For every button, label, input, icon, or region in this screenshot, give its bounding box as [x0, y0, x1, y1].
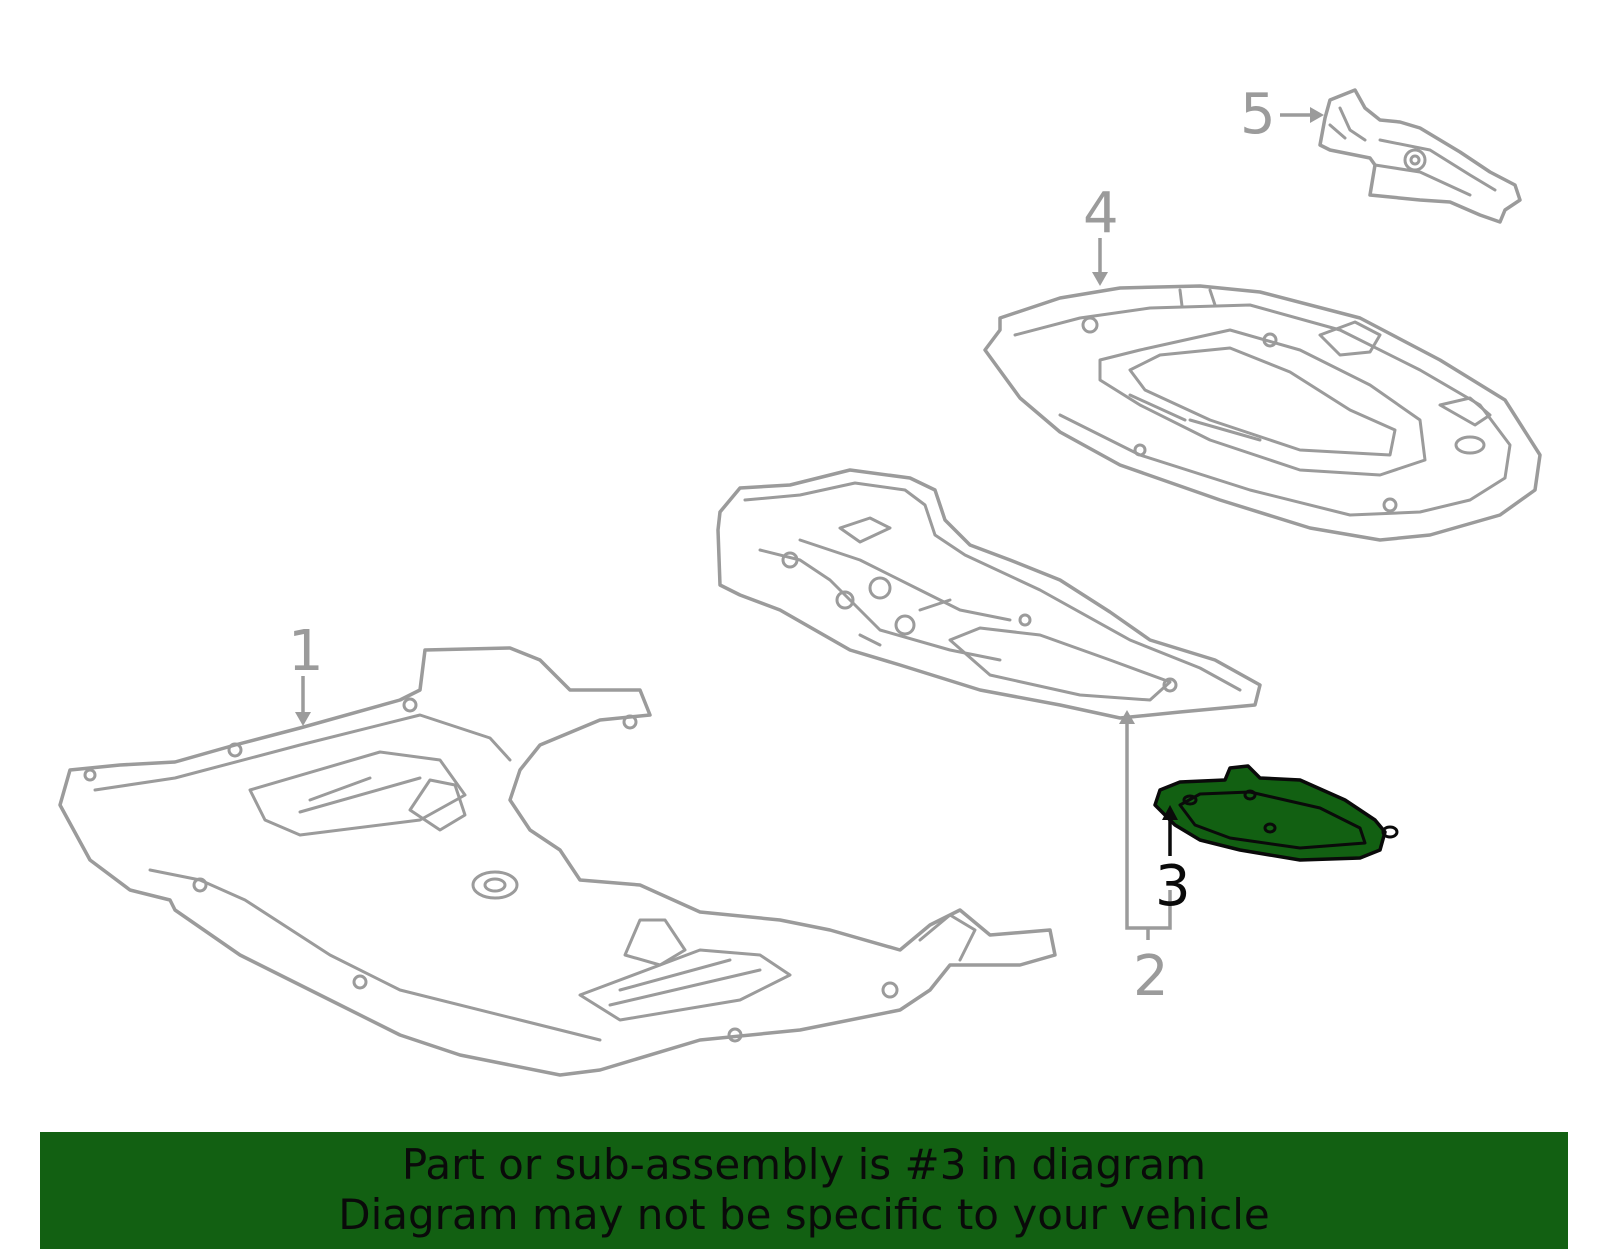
part-3-highlighted-shield[interactable]: [1153, 764, 1399, 862]
leader-2-bracket: [1119, 710, 1172, 940]
leader-1: [295, 676, 311, 726]
part-4-middle-under-cover[interactable]: [716, 468, 1262, 720]
leader-4: [1092, 238, 1108, 286]
leader-5: [1280, 107, 1324, 123]
leader-3: [1162, 805, 1178, 856]
callout-5: 5: [1240, 82, 1276, 147]
part-1-front-under-cover[interactable]: [58, 646, 1057, 1077]
callout-4: 4: [1083, 181, 1119, 246]
banner-line-1: Part or sub-assembly is #3 in diagram: [401, 1140, 1207, 1189]
banner-line-2: Diagram may not be specific to your vehi…: [338, 1190, 1270, 1239]
part-4-rear-under-cover[interactable]: [983, 284, 1542, 542]
callout-2: 2: [1133, 944, 1169, 1009]
callout-3: 3: [1155, 854, 1191, 919]
part-5-bracket[interactable]: [1318, 88, 1522, 224]
callout-1: 1: [288, 619, 324, 684]
info-banner: Part or sub-assembly is #3 in diagram Di…: [40, 1132, 1568, 1249]
